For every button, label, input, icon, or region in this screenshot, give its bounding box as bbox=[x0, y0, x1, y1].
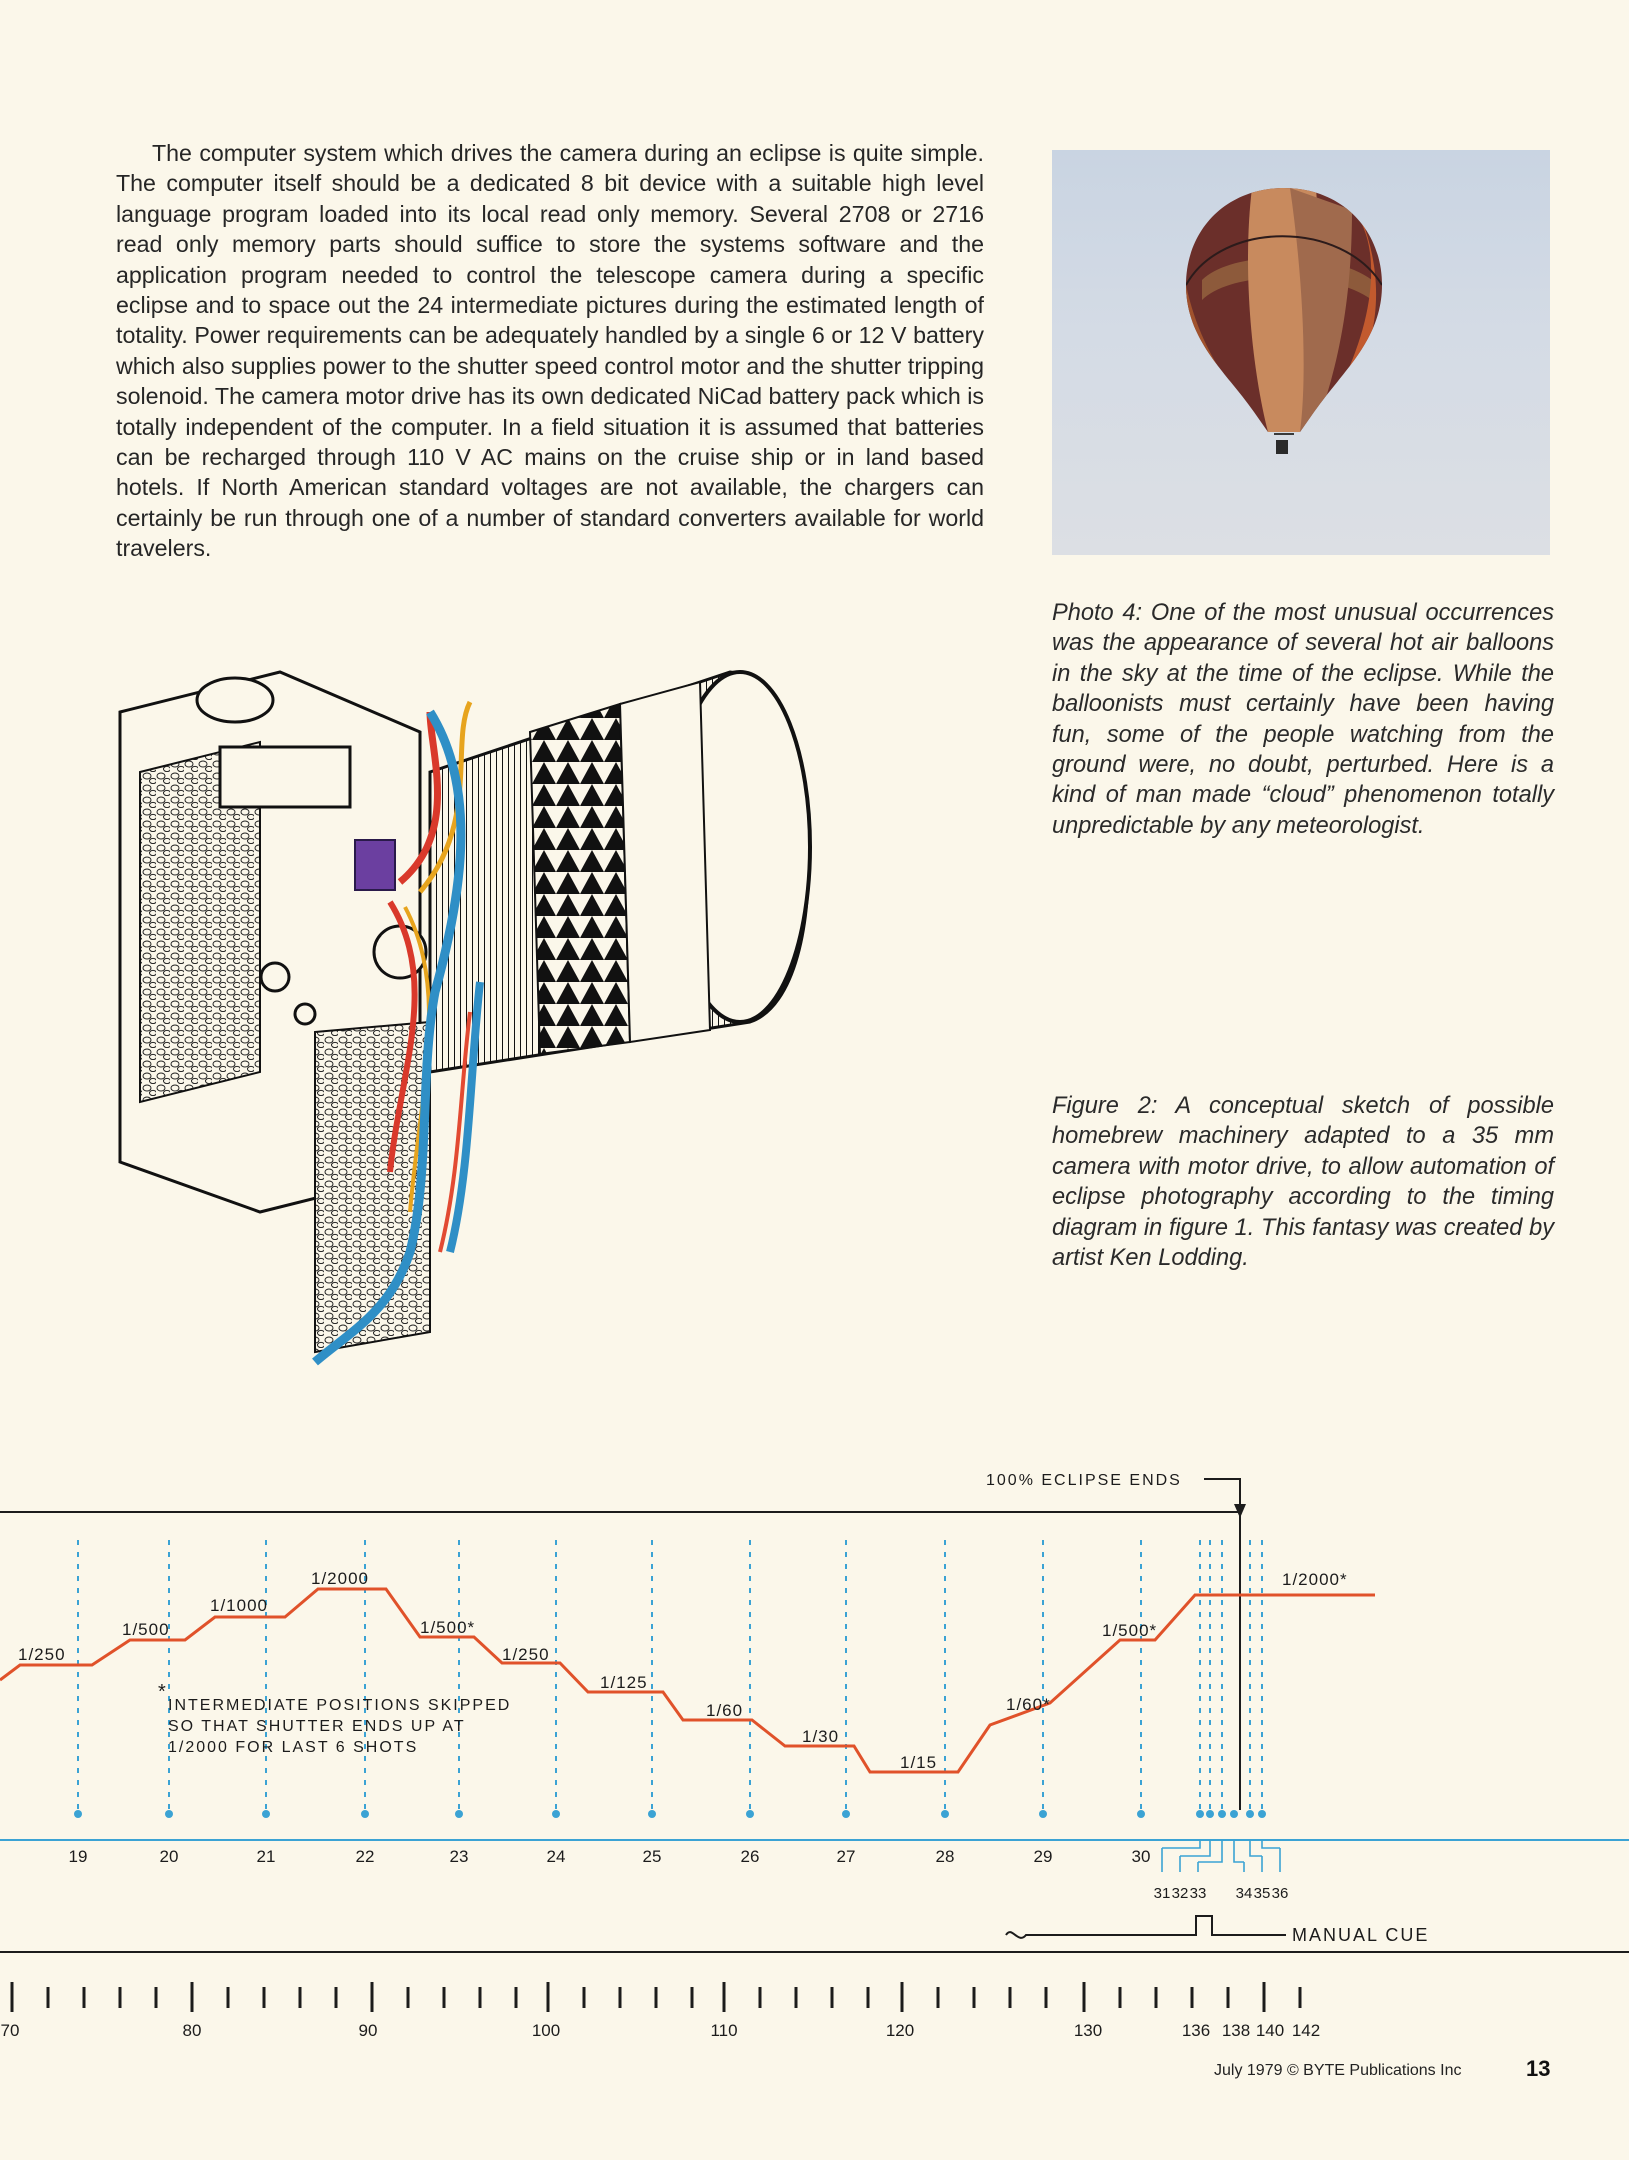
shot-number: 19 bbox=[69, 1847, 88, 1866]
shutter-label: 1/2000* bbox=[1282, 1570, 1348, 1589]
figure-2-caption: Figure 2: A conceptual sketch of possibl… bbox=[1052, 1093, 1554, 1272]
scale-label: 70 bbox=[1, 2021, 20, 2040]
shutter-label: 1/250 bbox=[18, 1645, 66, 1664]
svg-text:*: * bbox=[158, 1681, 168, 1703]
scale-label: 138 bbox=[1222, 2021, 1250, 2040]
shutter-label: 1/500* bbox=[420, 1618, 475, 1637]
shutter-label: 1/15 bbox=[900, 1753, 937, 1772]
shutter-label: 1/500* bbox=[1102, 1621, 1157, 1640]
shutter-label: 1/60* bbox=[1006, 1695, 1051, 1714]
shutter-label: 1/2000 bbox=[311, 1569, 369, 1588]
balloon-photo bbox=[1052, 150, 1550, 555]
scale-ticks bbox=[10, 1982, 1302, 2012]
scale-label: 110 bbox=[710, 2021, 737, 2040]
shutter-label: 1/125 bbox=[600, 1673, 648, 1692]
photo-4-caption: Photo 4: One of the most unusual occurre… bbox=[1052, 600, 1554, 839]
shot-number: 23 bbox=[450, 1847, 469, 1866]
shot-number: 29 bbox=[1034, 1847, 1053, 1866]
final-shot: 33 bbox=[1190, 1885, 1207, 1902]
shot-dots bbox=[74, 1810, 1266, 1818]
scale-label: 140 bbox=[1256, 2021, 1284, 2040]
manual-cue-label: MANUAL CUE bbox=[1292, 1925, 1429, 1945]
shot-lines bbox=[77, 1540, 1263, 1812]
final-shot: 35 bbox=[1254, 1885, 1271, 1902]
scale-label: 136 bbox=[1182, 2021, 1210, 2040]
shot-number: 24 bbox=[547, 1847, 566, 1866]
skip-note: * INTERMEDIATE POSITIONS SKIPPED SO THAT… bbox=[158, 1681, 511, 1756]
shot-number: 22 bbox=[356, 1847, 375, 1866]
final-shot: 31 bbox=[1154, 1885, 1171, 1902]
shutter-label: 1/30 bbox=[802, 1727, 839, 1746]
scale-label: 142 bbox=[1292, 2021, 1320, 2040]
shot-number: 26 bbox=[741, 1847, 760, 1866]
svg-text:INTERMEDIATE POSITIONS SKIPPED: INTERMEDIATE POSITIONS SKIPPED bbox=[168, 1697, 511, 1714]
shot-number: 21 bbox=[257, 1847, 276, 1866]
scale-label: 90 bbox=[359, 2021, 378, 2040]
shutter-label: 1/500 bbox=[122, 1620, 170, 1639]
scale-label: 80 bbox=[183, 2021, 202, 2040]
footer-credit: July 1979 © BYTE Publications Inc bbox=[1214, 2062, 1462, 2079]
eclipse-ends-label: 100% ECLIPSE ENDS bbox=[986, 1472, 1182, 1489]
final-shot: 34 bbox=[1236, 1885, 1253, 1902]
shot-number: 20 bbox=[160, 1847, 179, 1866]
shot-number: 30 bbox=[1132, 1847, 1151, 1866]
svg-text:SO THAT SHUTTER ENDS UP AT: SO THAT SHUTTER ENDS UP AT bbox=[168, 1718, 466, 1735]
final-shot: 32 bbox=[1172, 1885, 1189, 1902]
shot-number: 28 bbox=[936, 1847, 955, 1866]
shot-number: 25 bbox=[643, 1847, 662, 1866]
timing-diagram: 100% ECLIPSE ENDS 1/250 1/500 bbox=[0, 1472, 1629, 2040]
scale-label: 100 bbox=[532, 2021, 560, 2040]
camera-sketch bbox=[118, 670, 812, 1366]
final-shot: 36 bbox=[1272, 1885, 1289, 1902]
shutter-label: 1/1000 bbox=[210, 1596, 268, 1615]
page-number: 13 bbox=[1526, 2056, 1551, 2081]
shutter-trace bbox=[0, 1587, 1375, 1774]
body-paragraph: The computer system which drives the cam… bbox=[116, 140, 984, 562]
shot-number: 27 bbox=[837, 1847, 856, 1866]
shutter-label: 1/250 bbox=[502, 1645, 550, 1664]
scale-label: 130 bbox=[1074, 2021, 1102, 2040]
shutter-label: 1/60 bbox=[706, 1701, 743, 1720]
svg-text:1/2000 FOR LAST 6 SHOTS: 1/2000 FOR LAST 6 SHOTS bbox=[168, 1739, 418, 1756]
scale-label: 120 bbox=[886, 2021, 914, 2040]
